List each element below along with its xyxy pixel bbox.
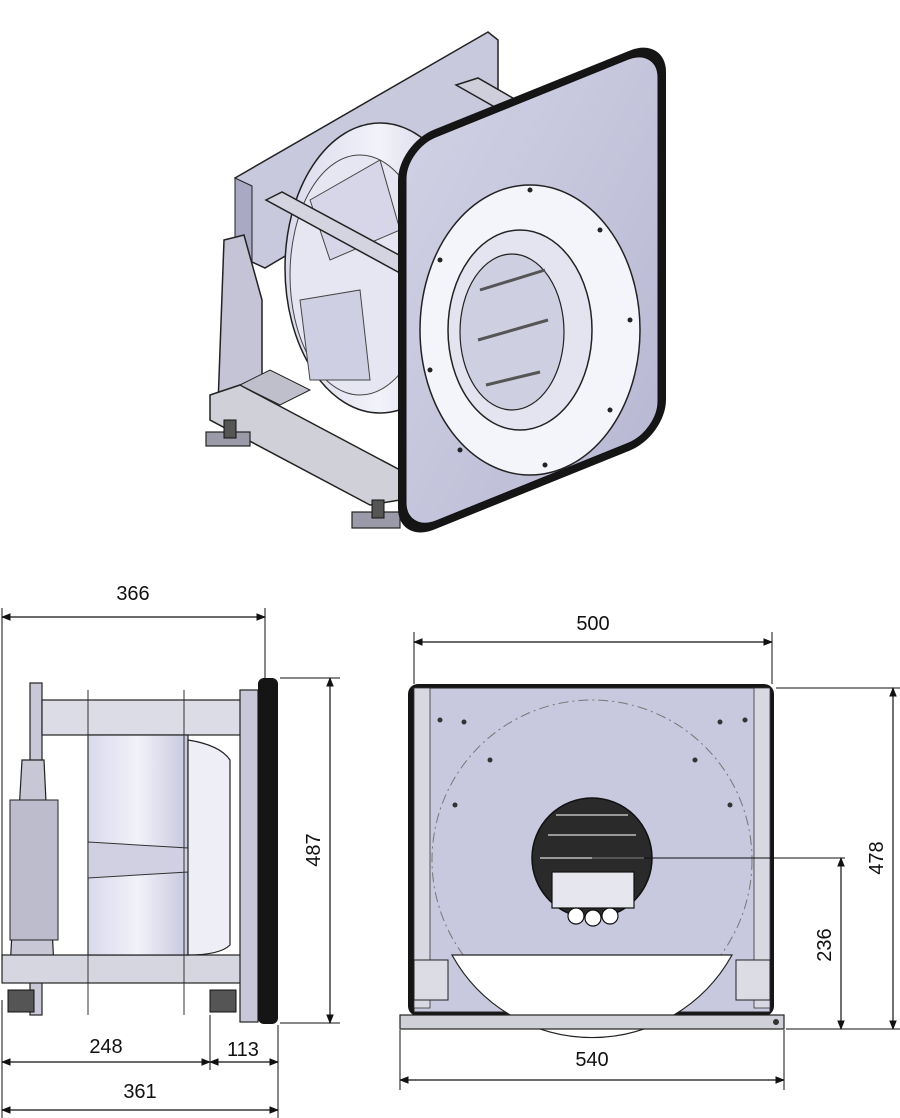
- side-inlet-cone: [187, 739, 231, 956]
- front-view: 500 478 236 540: [399, 613, 900, 1090]
- side-impeller-hub: [87, 841, 189, 879]
- dim-248-label: 248: [89, 1036, 122, 1058]
- side-foot-2: [209, 989, 237, 1013]
- dim-540-label: 540: [575, 1049, 608, 1071]
- dim-side-left-bottom: 248: [1, 1000, 211, 1118]
- dim-487-label: 487: [303, 833, 325, 866]
- dim-front-center-height: 236: [814, 857, 845, 1030]
- front-bracket-right: [735, 959, 771, 1001]
- foot-left-post: [223, 419, 237, 439]
- side-motor: [9, 799, 59, 941]
- dim-side-overall-bottom: 361: [1, 1081, 279, 1114]
- front-bracket-left: [413, 959, 449, 1001]
- inlet-opening: [459, 253, 565, 411]
- inlet-blades: [477, 268, 549, 387]
- bolt-circle: [427, 187, 633, 468]
- front-cable-glands: [567, 907, 619, 927]
- side-bottom-rail: [1, 954, 261, 984]
- dim-front-base-width: 540: [399, 1030, 785, 1090]
- dim-side-right-bottom: 113: [209, 1025, 279, 1118]
- dim-113-label: 113: [227, 1039, 259, 1061]
- dim-side-height: 487: [280, 677, 340, 1024]
- side-front-plate: [239, 689, 259, 1023]
- front-base-plate: [399, 1014, 785, 1030]
- bottom-rail-back: [238, 369, 312, 406]
- front-bolts: [437, 717, 779, 1025]
- side-rubber: [258, 678, 278, 1024]
- dim-front-inner-width: 500: [413, 613, 773, 684]
- dim-500-label: 500: [576, 613, 609, 635]
- front-terminal-box: [551, 871, 635, 909]
- dim-front-height: 478: [776, 687, 900, 1030]
- dim-361-label: 361: [123, 1081, 156, 1103]
- impeller-blade-2: [299, 289, 371, 381]
- dim-366-label: 366: [116, 583, 149, 605]
- front-left-column: [413, 687, 431, 1009]
- dim-478-label: 478: [866, 841, 888, 874]
- foot-right-post: [371, 499, 385, 519]
- dim-side-overall-top: 366: [1, 583, 266, 960]
- side-top-rail: [41, 699, 261, 736]
- front-right-column: [753, 687, 771, 1009]
- side-foot-1: [7, 989, 35, 1013]
- dim-236-label: 236: [814, 928, 836, 961]
- side-view: 366 487 248 113 361: [1, 583, 340, 1118]
- isometric-view: [205, 31, 666, 533]
- front-impeller-circle: [431, 699, 753, 1021]
